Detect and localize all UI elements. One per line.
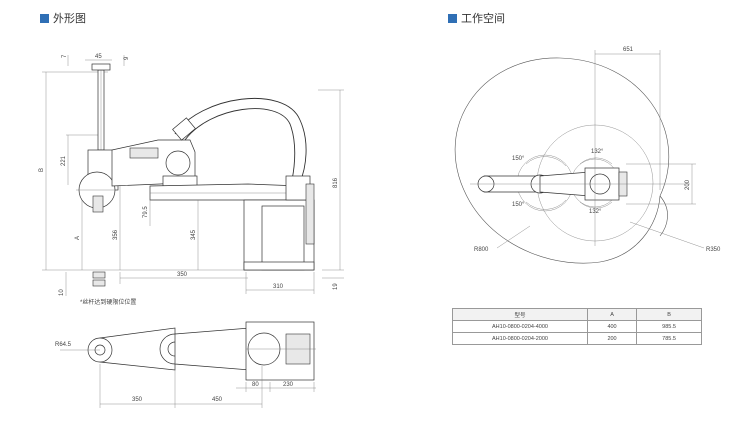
- cell-a: 400: [586, 320, 638, 333]
- dim-10: 10: [59, 289, 65, 296]
- dim-top-7: 7: [62, 54, 68, 58]
- dim-350-side: 350: [177, 272, 188, 278]
- cell-b: 785.5: [636, 332, 702, 345]
- model-spec-table: 型号 A B AH10-0800-0204-4000 400 985.5 AH1…: [452, 308, 702, 345]
- dim-651: 651: [623, 47, 634, 53]
- side-view-drawing: [42, 55, 344, 296]
- angle-150-top: 150°: [512, 156, 525, 162]
- dim-345: 345: [191, 229, 197, 240]
- header-b: B: [636, 308, 702, 321]
- dim-80: 80: [252, 382, 259, 388]
- table-row: AH10-0800-0204-4000 400 985.5: [452, 320, 702, 333]
- dim-221: 221: [61, 155, 67, 166]
- table-header-row: 型号 A B: [452, 308, 702, 321]
- heading-marker-icon: [40, 13, 49, 23]
- header-a: A: [586, 308, 638, 321]
- dim-19: 19: [333, 283, 339, 290]
- angle-132-top: 132°: [591, 149, 604, 155]
- header-model: 型号: [452, 308, 588, 321]
- dim-310: 310: [273, 284, 284, 290]
- dim-r350: R350: [706, 247, 721, 253]
- angle-132-bottom: 132°: [589, 209, 602, 215]
- dim-350-top: 350: [132, 397, 143, 403]
- dim-816: 816: [333, 177, 339, 188]
- dim-r64-5: R64.5: [55, 342, 72, 348]
- table-row: AH10-0800-0204-2000 200 785.5: [452, 332, 702, 345]
- cell-model: AH10-0800-0204-2000: [452, 332, 588, 345]
- hard-limit-note: *丝杆达到硬限位位置: [80, 298, 136, 306]
- heading-marker-icon: [448, 13, 457, 23]
- cell-a: 200: [586, 332, 638, 345]
- dim-top-45: 45: [95, 54, 102, 60]
- cell-model: AH10-0800-0204-4000: [452, 320, 588, 333]
- workspace-heading: 工作空间: [448, 10, 505, 26]
- dim-356: 356: [113, 229, 119, 240]
- dim-79-5: 79.5: [143, 206, 149, 218]
- angle-150-bottom: 150°: [512, 202, 525, 208]
- dim-450: 450: [212, 397, 223, 403]
- dim-r800: R800: [474, 247, 489, 253]
- outline-heading-text: 外形图: [53, 13, 86, 25]
- dim-230: 230: [283, 382, 294, 388]
- cell-b: 985.5: [636, 320, 702, 333]
- dim-top-9: 9: [124, 56, 130, 60]
- workspace-heading-text: 工作空间: [461, 13, 505, 25]
- outline-heading: 外形图: [40, 10, 86, 26]
- dim-b-label: B: [39, 168, 45, 172]
- dim-200: 200: [685, 179, 691, 190]
- workspace-drawing: [454, 50, 705, 264]
- dim-a-label: A: [75, 236, 81, 240]
- top-view-drawing: [60, 321, 316, 408]
